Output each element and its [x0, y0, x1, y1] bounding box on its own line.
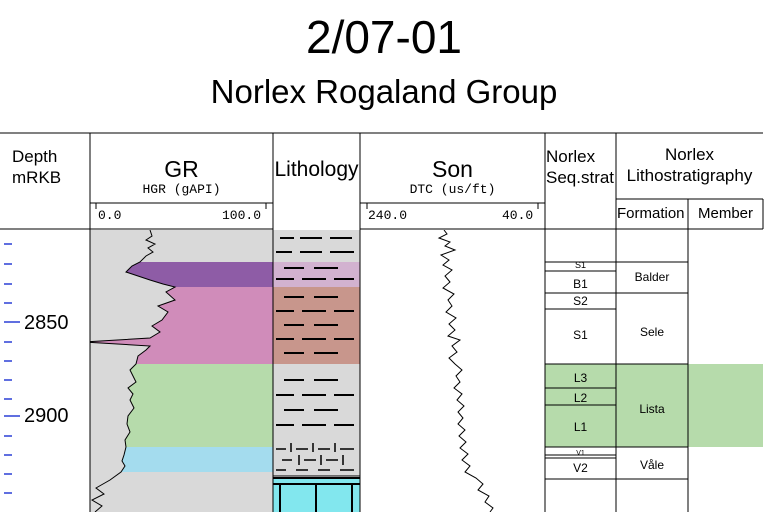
seq-unit-s2: S2: [573, 294, 588, 308]
gr-fill-lista: [125, 364, 273, 447]
seq-unit-v1: V1: [576, 450, 585, 457]
sonic-track-title: Son: [432, 156, 473, 182]
formation-sele: Sele: [639, 325, 665, 339]
depth-label-line1: Depth: [12, 147, 58, 166]
seqstrat-title: Norlex Seq.strat: [546, 146, 616, 188]
group-subtitle: Norlex Rogaland Group: [210, 73, 558, 110]
gr-fill-balder: [126, 262, 273, 287]
seq-unit-s1-lower: S1: [573, 328, 588, 342]
seq-unit-v2: V2: [573, 461, 588, 475]
sonic-scale-right: 40.0: [502, 208, 534, 223]
lithostrat-title-line2: Lithostratigraphy: [626, 166, 753, 185]
lithology-column: [273, 230, 360, 512]
formation-lista: Lista: [639, 402, 665, 416]
litho-lista-shale: [273, 364, 360, 442]
seq-unit-s1-upper: S1: [574, 260, 586, 270]
depth-tick-2850: 2850: [24, 312, 69, 334]
lithostrat-title: Norlex Lithostratigraphy: [616, 144, 763, 186]
depth-tick-2900: 2900: [24, 405, 69, 427]
seqstrat-title-line1: Norlex: [546, 147, 596, 166]
depth-label: Depth mRKB: [12, 146, 61, 188]
depth-label-line2: mRKB: [12, 168, 62, 187]
gr-curve: [90, 230, 177, 512]
formation-balder: Balder: [634, 270, 670, 284]
gr-track-title: GR: [164, 156, 199, 182]
seqstrat-boundaries: [545, 261, 616, 480]
seq-unit-l3: L3: [573, 371, 588, 385]
seq-unit-l1: L1: [573, 420, 588, 434]
formation-lista-band: [616, 364, 688, 447]
formation-col-header: Formation: [617, 205, 685, 222]
depth-ticks: [4, 243, 20, 494]
sonic-curve-name: DTC (us/ft): [409, 182, 496, 197]
seqstrat-title-line2: Seq.strat: [546, 168, 615, 187]
gr-curve-name: HGR (gAPI): [142, 182, 221, 197]
litho-shale-top: [273, 230, 360, 262]
formation-vale: Våle: [639, 458, 665, 472]
litho-tuff: [273, 262, 360, 287]
gr-fill-vale: [121, 447, 273, 472]
member-lista-band: [688, 364, 763, 447]
well-title: 2/07-01: [305, 11, 462, 63]
sonic-curve: [437, 230, 494, 512]
litho-marl: [273, 442, 360, 476]
seq-unit-b1: B1: [573, 277, 588, 291]
member-col-header: Member: [697, 205, 753, 222]
lithology-title: Lithology: [274, 158, 359, 181]
gr-fills: [90, 230, 273, 512]
formation-boundaries: [616, 261, 688, 480]
sonic-scale-left: 240.0: [368, 208, 408, 223]
track-frames: [0, 132, 764, 512]
gr-scale-max: 100.0: [222, 208, 262, 223]
gr-scale-min: 0.0: [98, 208, 122, 223]
seq-unit-l2: L2: [573, 391, 588, 405]
lithostrat-title-line1: Norlex: [664, 145, 715, 164]
